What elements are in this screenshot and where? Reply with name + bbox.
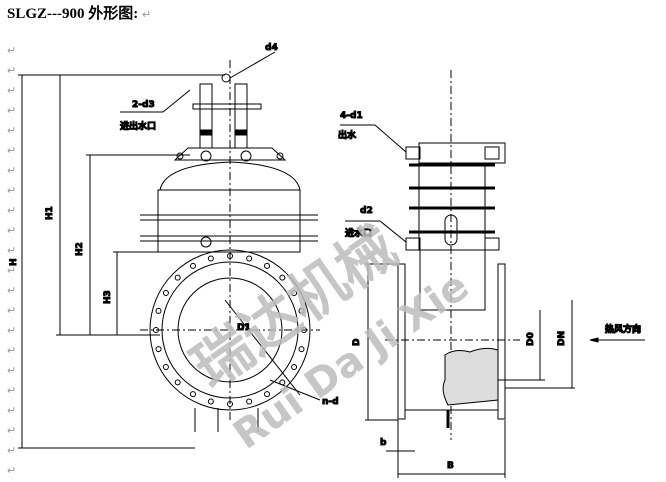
paragraph-mark: ↵ bbox=[7, 365, 17, 377]
bolt-hole bbox=[227, 253, 233, 259]
bolt-hole bbox=[207, 398, 214, 405]
bolt-hole bbox=[264, 391, 270, 398]
paragraph-mark: ↵ bbox=[7, 325, 17, 337]
paragraph-mark: ↵ bbox=[7, 145, 17, 157]
paragraph-mark: ↵ bbox=[7, 245, 17, 257]
bolt-hole bbox=[190, 391, 196, 398]
front-view bbox=[18, 51, 321, 449]
label-H3: H3 bbox=[103, 290, 113, 304]
label-4-d1: 4-d1 bbox=[340, 111, 363, 121]
paragraph-mark: ↵ bbox=[7, 405, 17, 417]
label-D1: D1 bbox=[237, 323, 251, 333]
label-inlet: 进水口 bbox=[345, 227, 372, 239]
label-DN: DN bbox=[557, 331, 567, 346]
label-b: b bbox=[380, 438, 387, 448]
bolt-hole bbox=[162, 364, 169, 370]
paragraph-mark: ↵ bbox=[7, 105, 17, 117]
paragraph-mark: ↵ bbox=[7, 65, 17, 77]
bolt-hole bbox=[279, 379, 286, 386]
bolt-hole bbox=[155, 307, 162, 314]
label-outlet: 出水 bbox=[338, 129, 357, 141]
document-title: SLGZ---900 外形图: ↵ bbox=[7, 6, 152, 22]
bolt-hole bbox=[174, 379, 181, 386]
label-d2: d2 bbox=[360, 206, 373, 216]
bolt-hole bbox=[246, 255, 253, 262]
bolt-hole bbox=[153, 327, 159, 333]
bolt-hole bbox=[291, 290, 298, 296]
paragraph-mark: ↵ bbox=[7, 285, 17, 297]
bolt-hole bbox=[264, 262, 270, 269]
side-view bbox=[340, 70, 645, 478]
label-H1: H1 bbox=[45, 206, 55, 220]
bolt-hole bbox=[207, 255, 214, 262]
label-d4: d4 bbox=[265, 43, 278, 53]
bolt-hole bbox=[162, 290, 169, 296]
label-hot-air-direction: 热风方向 bbox=[605, 323, 641, 335]
bolt-hole bbox=[246, 398, 253, 405]
label-H: H bbox=[9, 258, 19, 266]
label-B: B bbox=[447, 461, 454, 471]
label-n-d: n-d bbox=[322, 397, 339, 407]
paragraph-mark: ↵ bbox=[7, 165, 17, 177]
bolt-hole bbox=[291, 364, 298, 370]
paragraph-mark: ↵ bbox=[7, 85, 17, 97]
paragraph-mark: ↵ bbox=[7, 265, 17, 277]
label-2-d3: 2-d3 bbox=[132, 100, 155, 110]
paragraph-mark: ↵ bbox=[7, 225, 17, 237]
flange-bolt-holes bbox=[153, 253, 307, 407]
paragraph-mark: ↵ bbox=[7, 45, 17, 57]
paragraph-mark: ↵ bbox=[7, 445, 17, 457]
paragraph-mark: ↵ bbox=[7, 385, 17, 397]
bolt-hole bbox=[174, 274, 181, 281]
bolt-hole bbox=[298, 307, 305, 314]
label-D0: D0 bbox=[526, 332, 536, 346]
bolt-hole bbox=[190, 262, 196, 269]
bolt-hole bbox=[155, 346, 162, 353]
bolt-hole bbox=[301, 327, 307, 333]
bolt-hole bbox=[298, 346, 305, 353]
paragraph-mark: ↵ bbox=[7, 465, 17, 477]
paragraph-mark: ↵ bbox=[7, 185, 17, 197]
paragraph-mark: ↵ bbox=[7, 305, 17, 317]
bolt-hole bbox=[227, 401, 233, 407]
paragraph-mark: ↵ bbox=[7, 425, 17, 437]
label-inlet-outlet: 进出水口 bbox=[120, 120, 156, 132]
bolt-hole bbox=[279, 274, 286, 281]
label-D: D bbox=[352, 339, 362, 346]
paragraph-mark: ↵ bbox=[7, 345, 17, 357]
paragraph-mark: ↵ bbox=[7, 125, 17, 137]
label-H2: H2 bbox=[75, 242, 85, 256]
paragraph-mark: ↵ bbox=[7, 205, 17, 217]
